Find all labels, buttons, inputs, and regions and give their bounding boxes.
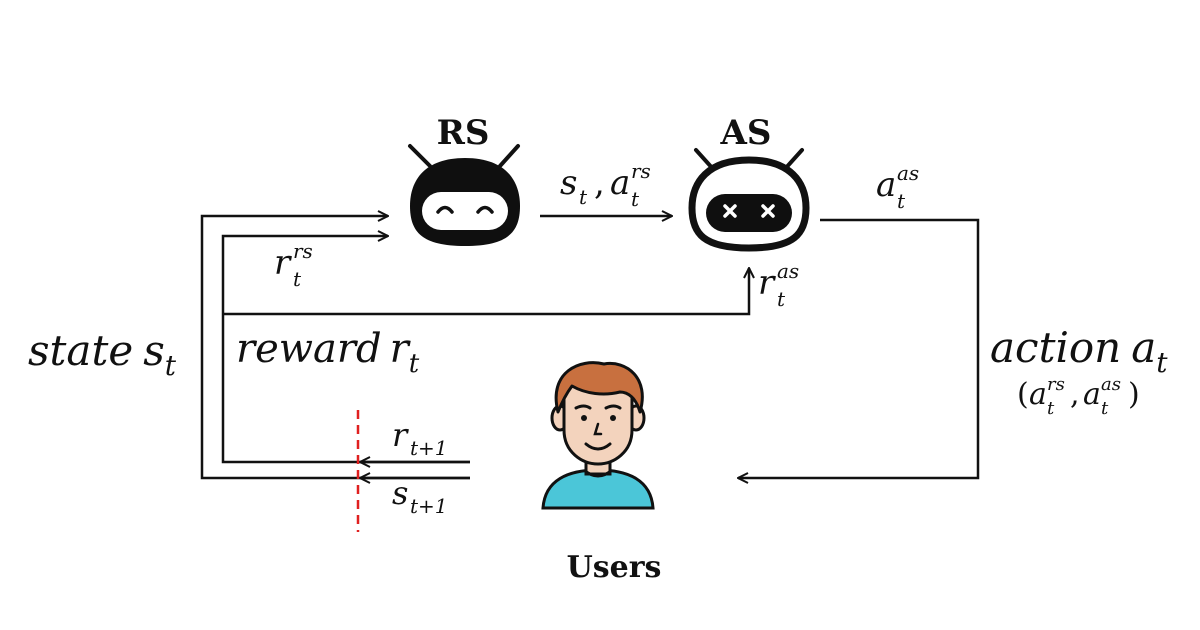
reward-as-arrow	[223, 268, 749, 316]
svg-text:r: r	[274, 243, 292, 283]
svg-text:a: a	[1029, 377, 1047, 412]
svg-text:(: (	[1017, 377, 1029, 412]
svg-text:r: r	[392, 416, 409, 454]
svg-text:,: ,	[1070, 377, 1080, 412]
user-avatar-icon	[541, 361, 655, 510]
svg-text:a: a	[610, 163, 630, 203]
svg-text:t: t	[631, 187, 640, 211]
svg-text:as: as	[777, 259, 799, 283]
svg-text:t: t	[777, 287, 786, 311]
svg-text:t: t	[579, 185, 588, 209]
svg-text:s: s	[560, 163, 577, 203]
svg-text:t: t	[897, 189, 906, 213]
svg-text:a: a	[876, 165, 896, 205]
reward-rs-arrow	[221, 236, 470, 464]
next-reward-label: r t+1	[392, 416, 448, 460]
as-robot-icon	[688, 148, 810, 252]
svg-text:t: t	[1101, 398, 1109, 419]
svg-text:as: as	[897, 161, 919, 185]
svg-text:rs: rs	[293, 239, 313, 263]
svg-text:t+1: t+1	[410, 436, 448, 460]
svg-text:rs: rs	[1047, 374, 1065, 395]
next-state-label: s t+1	[392, 474, 448, 518]
connections	[200, 216, 980, 480]
users-label: Users	[567, 550, 662, 585]
svg-text:): )	[1128, 377, 1140, 412]
reward-as-label: r as t	[758, 259, 799, 311]
state-arrow	[200, 216, 470, 480]
svg-text:a: a	[1083, 377, 1101, 412]
rs-to-as-label: s t , a rs t	[560, 159, 651, 211]
svg-text:t+1: t+1	[410, 494, 448, 518]
as-label: AS	[720, 113, 772, 153]
svg-text:s: s	[392, 474, 408, 512]
svg-text:t: t	[293, 267, 302, 291]
svg-text:rs: rs	[631, 159, 651, 183]
svg-text:as: as	[1101, 374, 1121, 395]
action-pair-label: ( a rs t , a as t )	[1017, 374, 1140, 419]
rs-robot-icon	[408, 144, 520, 246]
reward-rs-label: r rs t	[274, 239, 313, 291]
action-arrow	[738, 218, 980, 478]
svg-text:r: r	[758, 263, 776, 303]
as-output-label: a as t	[876, 161, 919, 213]
rs-label: RS	[437, 113, 490, 153]
svg-text:t: t	[1047, 398, 1055, 419]
svg-text:,: ,	[594, 163, 605, 203]
